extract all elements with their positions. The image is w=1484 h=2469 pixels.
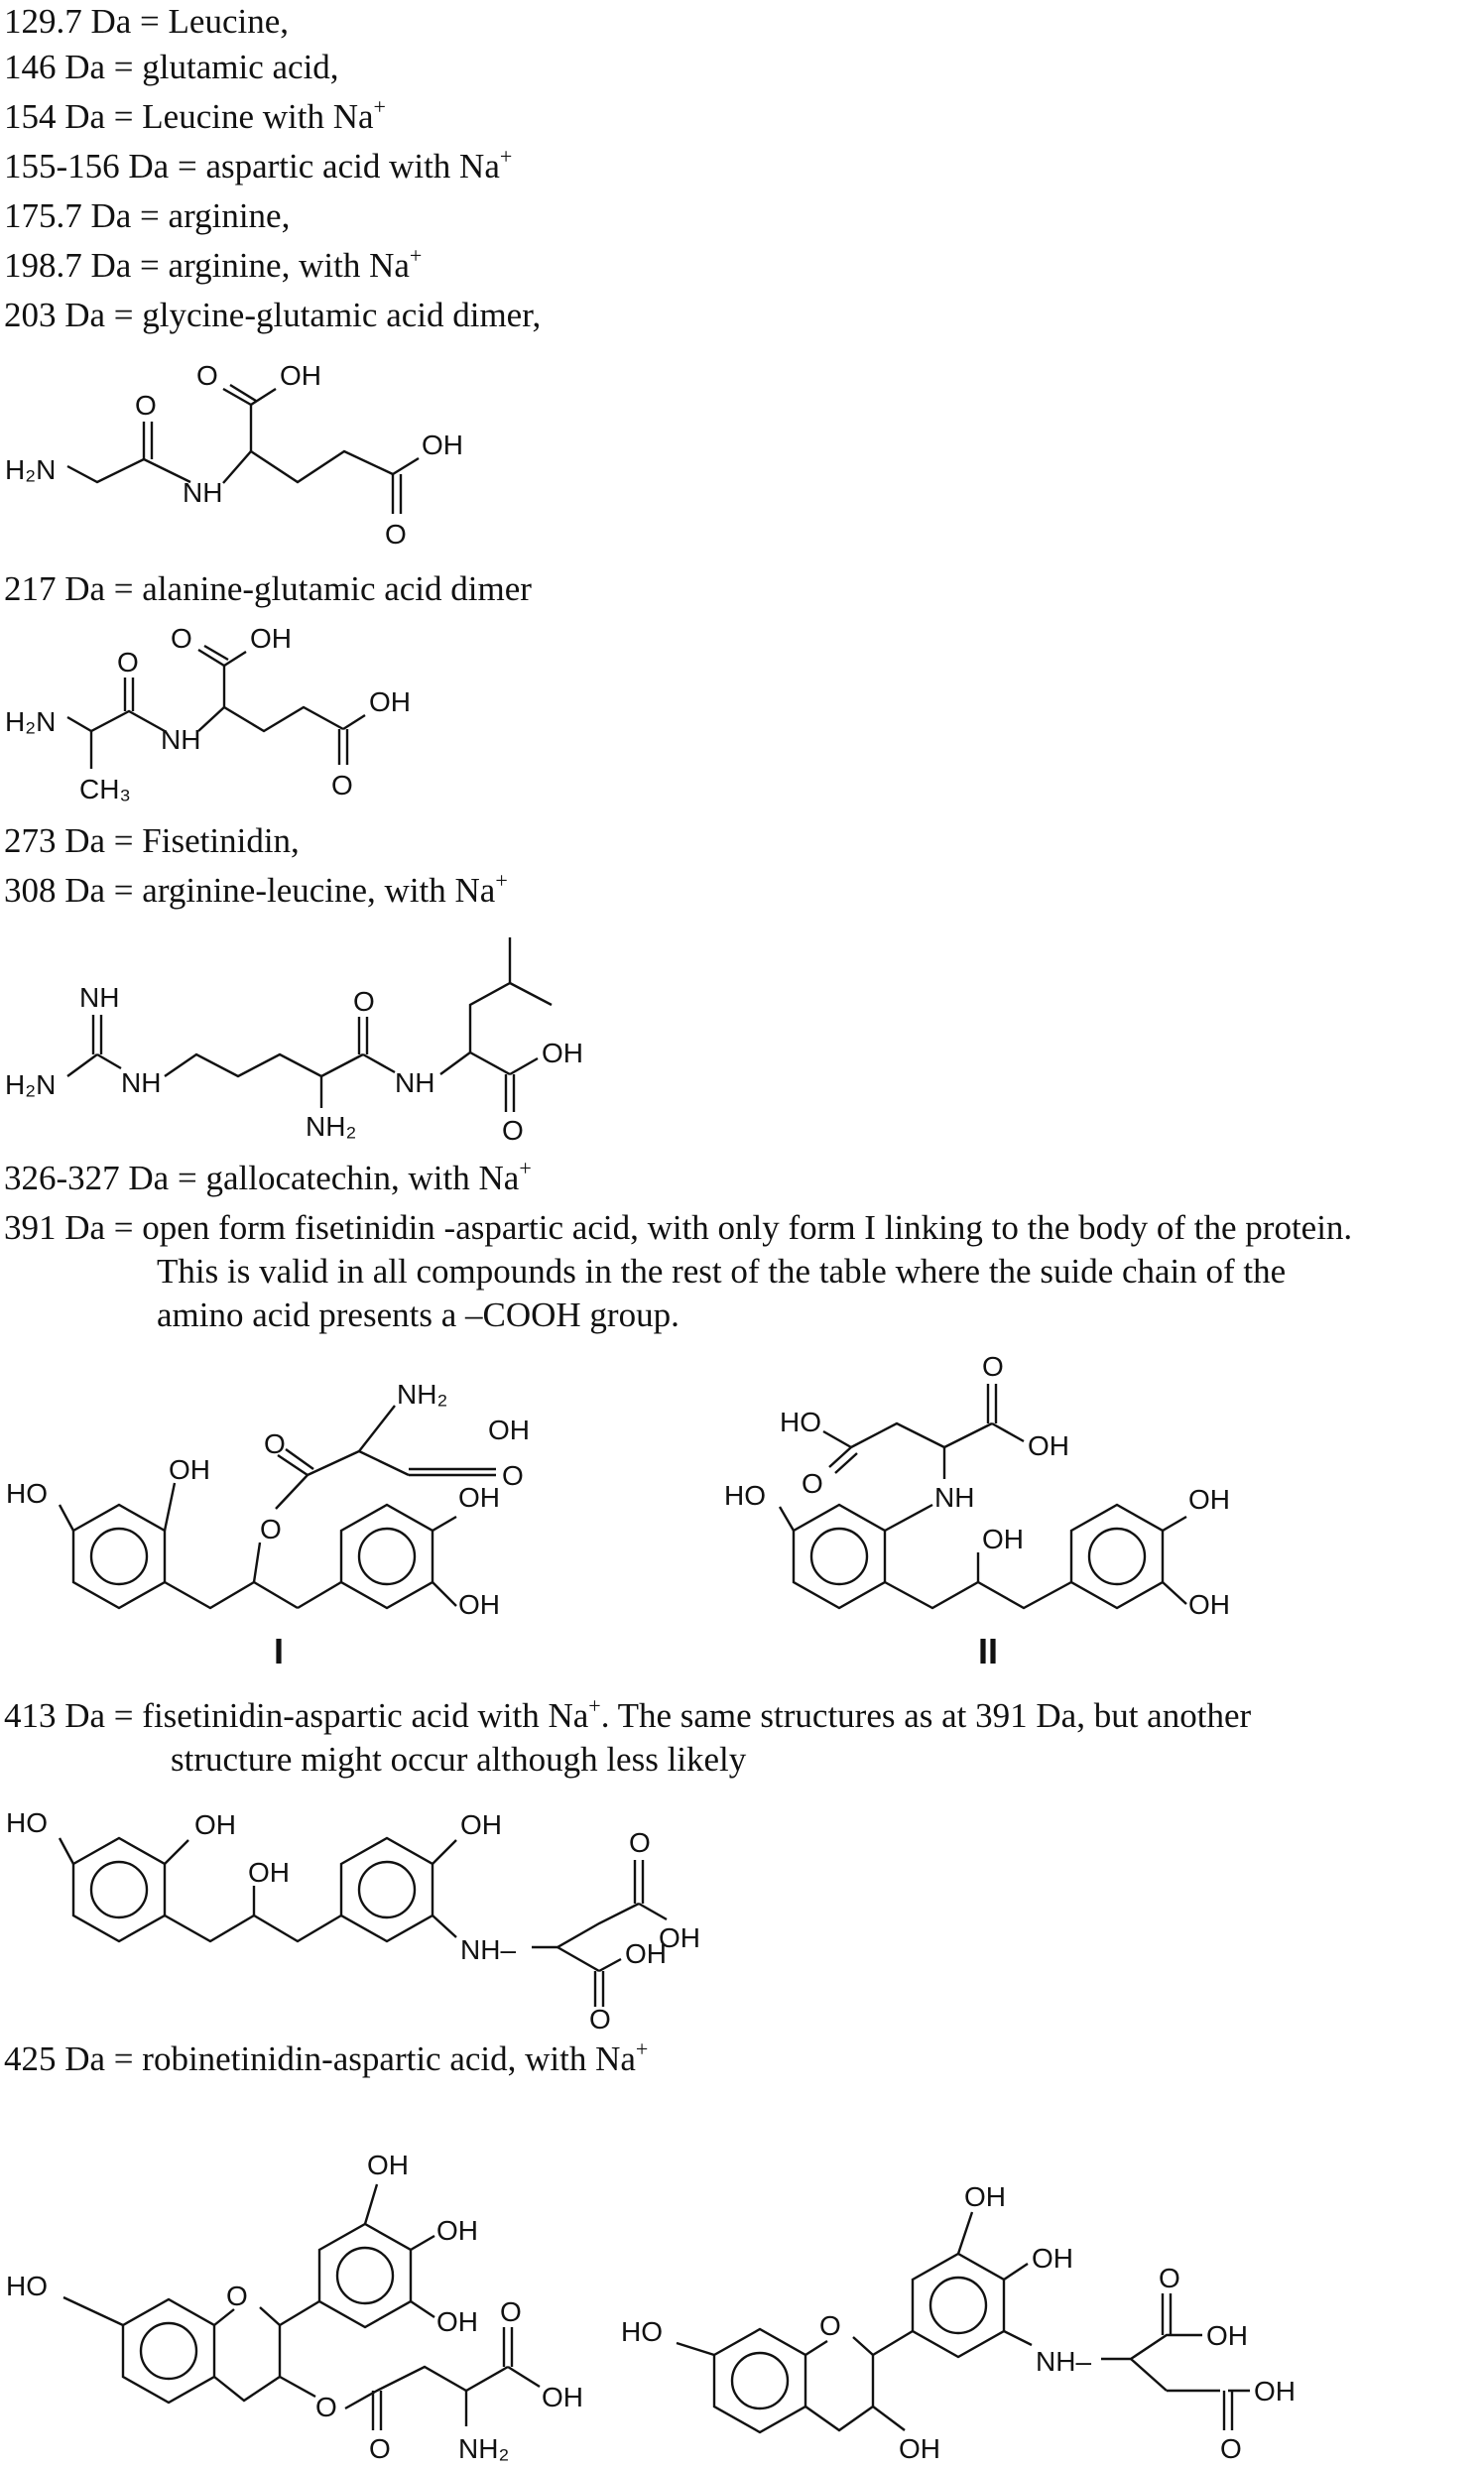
atom-o: O [260,1514,282,1544]
atom-o: O [1220,2433,1242,2464]
atom-o: O [385,519,407,550]
atom-nh2: NH₂ [397,1379,447,1410]
entry-note-line-2: amino acid presents a –COOH group. [157,1296,680,1334]
atom-nh: NH [934,1482,974,1513]
atom-oh: OH [248,1857,290,1888]
atom-o: O [1159,2263,1180,2293]
atom-ho: HO [6,1807,48,1838]
atom-nh: NH– [1036,2346,1091,2377]
entry-glycine-glutamic-dimer: 203 Da = glycine-glutamic acid dimer, [4,296,542,334]
atom-o: O [226,2281,248,2311]
entry-gallocatechin: 326-327 Da = gallocatechin, with Na+ [4,1156,532,1198]
structure-form-i: HO OH O O NH₂ O OH OH OH I [6,1379,530,1671]
atom-oh: OH [458,1589,500,1620]
atom-o: O [117,647,139,678]
atom-nh: NH [183,477,222,508]
structure-glycine-glutamic-dimer: H₂N O NH O OH O OH [5,360,463,550]
atom-nh: NH [161,724,200,755]
atom-oh: OH [458,1482,500,1513]
atom-h2n: H₂N [5,1069,56,1100]
atom-o: O [500,2296,522,2327]
structure-form-ii: HO NH HO O O OH OH OH OH II [724,1351,1230,1671]
atom-oh: OH [982,1524,1024,1554]
entry-glutamic-acid: 146 Da = glutamic acid, [4,48,339,86]
atom-h2n: H₂N [5,706,56,737]
atom-o: O [369,2433,391,2464]
structure-robinetinidin-amine: HO O OH OH OH NH– O OH O OH [621,2181,1296,2464]
atom-o: O [982,1351,1004,1382]
atom-o: O [135,390,157,421]
atom-o: O [171,623,192,654]
structure-fisetinidin-aspartic-forms: HO OH O O NH₂ O OH OH OH I HO NH HO [6,1351,1230,1671]
atom-nh2: NH₂ [458,2433,509,2464]
atom-oh: OH [488,1415,530,1445]
atom-oh: OH [194,1809,236,1840]
form-label-i: I [274,1631,284,1671]
atom-ch3: CH₃ [79,774,131,804]
atom-o: O [353,986,375,1017]
atom-o: O [819,2310,841,2341]
entry-robinetinidin-aspartic: 425 Da = robinetinidin-aspartic acid, wi… [4,2037,649,2079]
atom-oh: OH [1254,2376,1296,2407]
atom-oh: OH [1206,2320,1248,2351]
atom-ho: HO [780,1407,821,1437]
atom-nh: NH [79,982,119,1013]
atom-ho: HO [621,2316,663,2347]
atom-ho: HO [724,1480,766,1511]
atom-nh: NH [395,1067,434,1098]
atom-oh: OH [1188,1589,1230,1620]
atom-h2n: H₂N [5,454,56,485]
atom-oh: OH [1028,1430,1069,1461]
atom-oh: OH [659,1922,700,1953]
atom-oh: OH [542,2382,583,2412]
entry-leucine: 129.7 Da = Leucine, [4,2,290,41]
atom-o: O [264,1428,286,1459]
entry-alanine-glutamic-dimer: 217 Da = alanine-glutamic acid dimer [4,569,532,608]
atom-nh: NH– [460,1934,516,1965]
structure-alanine-glutamic-dimer: H₂N CH₃ O NH O OH O OH [5,623,411,804]
atom-o: O [589,2004,611,2035]
atom-oh: OH [964,2181,1006,2212]
atom-o: O [502,1460,524,1491]
atom-oh: OH [367,2150,409,2180]
atom-oh: OH [422,430,463,460]
atom-oh: OH [625,1938,667,1969]
atom-oh: OH [369,686,411,717]
atom-o: O [629,1827,651,1858]
entry-note-line-1: This is valid in all compounds in the re… [157,1252,1287,1291]
atom-oh: OH [460,1809,502,1840]
entry-leucine-na: 154 Da = Leucine with Na+ [4,94,386,137]
atom-oh: OH [1188,1484,1230,1515]
atom-oh: OH [436,2306,478,2337]
atom-nh2: NH₂ [306,1111,356,1142]
form-label-ii: II [978,1631,998,1671]
atom-nh: NH [121,1067,161,1098]
atom-o: O [502,1115,524,1146]
atom-oh: OH [436,2215,478,2246]
entry-arginine-na: 198.7 Da = arginine, with Na+ [4,243,423,286]
atom-oh: OH [1032,2243,1073,2274]
entry-arginine-leucine: 308 Da = arginine-leucine, with Na+ [4,868,508,911]
entry-fisetinidin: 273 Da = Fisetinidin, [4,821,300,860]
atom-oh: OH [250,623,292,654]
atom-oh: OH [169,1454,210,1485]
structure-robinetinidin-aspartic: HO O OH OH OH O O NH₂ O OH HO O [6,2150,1296,2464]
entry-arginine: 175.7 Da = arginine, [4,196,291,235]
structure-robinetinidin-ester: HO O OH OH OH O O NH₂ O OH [6,2150,583,2464]
structure-arginine-leucine: NH H₂N NH NH₂ O NH O OH [5,937,583,1146]
structure-fisetinidin-aspartic-alt: HO OH OH OH NH– O OH O OH [6,1807,700,2035]
atom-oh: OH [280,360,321,391]
atom-ho: HO [6,2271,48,2301]
atom-oh: OH [542,1038,583,1068]
atom-o: O [315,2392,337,2422]
atom-oh: OH [899,2433,940,2464]
atom-o: O [331,770,353,801]
atom-o: O [196,360,218,391]
atom-o: O [802,1468,823,1499]
atom-ho: HO [6,1478,48,1509]
entry-note-line-3: structure might occur although less like… [171,1740,747,1779]
entry-aspartic-acid-na: 155-156 Da = aspartic acid with Na+ [4,144,513,186]
entry-fisetinidin-aspartic-na: 413 Da = fisetinidin-aspartic acid with … [4,1693,1252,1736]
entry-fisetinidin-aspartic-open: 391 Da = open form fisetinidin -aspartic… [4,1208,1353,1247]
